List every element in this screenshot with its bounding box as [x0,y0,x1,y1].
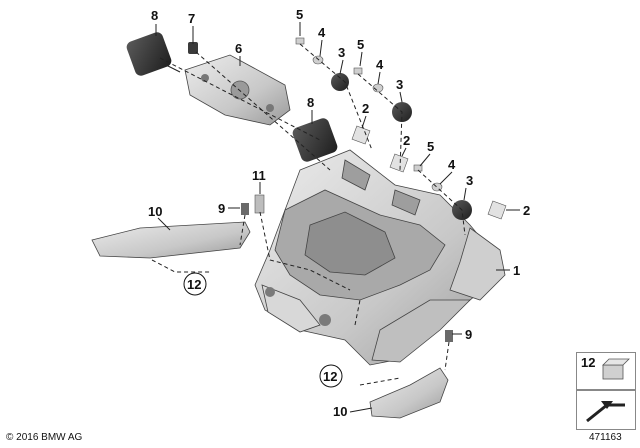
callout-12-top-label: 12 [187,277,201,292]
legend-number: 12 [581,355,596,370]
callout-9-bottom: 9 [465,327,472,342]
circled-callout-12-top: 12 [183,272,207,296]
callout-3-a: 3 [338,45,345,60]
callout-11: 11 [252,168,266,183]
trim-cover-part [91,221,449,419]
callout-5-c: 5 [427,139,434,154]
clip-icon [602,358,630,380]
bushings-and-screws [241,37,507,342]
callout-8-bottom: 8 [307,95,314,110]
document-number: 471163 [589,432,622,443]
callout-1: 1 [513,263,520,278]
callout-5-a: 5 [296,7,303,22]
circled-callout-12-bottom: 12 [319,364,343,388]
callout-9-top: 9 [218,201,225,216]
callout-8-top: 8 [151,8,158,23]
callout-6: 6 [235,41,242,56]
callout-4-a: 4 [318,25,326,40]
callout-4-b: 4 [376,57,384,72]
main-bracket-part [254,149,506,366]
legend-box-symbol [576,390,636,430]
callout-7: 7 [188,11,195,26]
callout-2-a: 2 [362,101,369,116]
callout-2-c: 2 [523,203,530,218]
callout-10-top: 10 [148,204,162,219]
callout-2-b: 2 [403,133,410,148]
callout-12-bottom-label: 12 [323,369,337,384]
callout-numbers: 8 7 6 8 5 4 3 5 4 3 2 2 5 4 3 2 11 9 10 … [148,7,530,419]
copyright-text: © 2016 BMW AG [6,432,83,443]
callout-3-c: 3 [466,173,473,188]
callout-4-c: 4 [448,157,456,172]
callout-10-bottom: 10 [333,404,347,419]
callout-5-b: 5 [357,37,364,52]
assembly-lines [151,43,466,386]
angle-symbol-icon [586,401,625,423]
callout-3-b: 3 [396,77,403,92]
mount-plate-part [159,54,291,126]
legend-box-clip: 12 [576,352,636,390]
leader-lines [155,22,520,413]
rubber-damper-part [126,32,338,162]
